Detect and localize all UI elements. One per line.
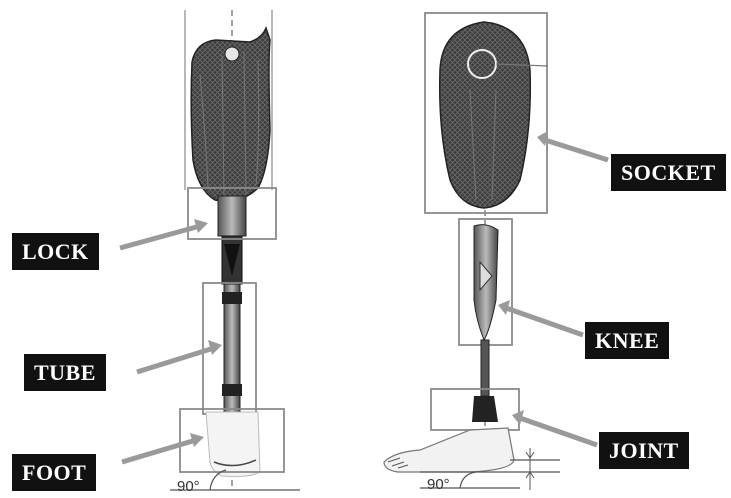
label-lock: LOCK [12, 233, 99, 270]
angle-label-left: 90° [177, 478, 200, 495]
label-tube: TUBE [24, 354, 106, 391]
label-foot: FOOT [12, 454, 96, 491]
arrow-joint [512, 410, 597, 445]
label-knee: KNEE [585, 322, 669, 359]
label-joint: JOINT [599, 432, 689, 469]
angle-label-right: 90° [427, 476, 450, 493]
arrow-lock [120, 219, 208, 248]
arrow-knee [498, 300, 583, 335]
arrow-foot [122, 433, 204, 462]
callout-arrows [120, 131, 608, 462]
right-prosthesis [384, 13, 560, 490]
left-prosthesis [170, 10, 300, 490]
arrow-tube [137, 340, 222, 372]
label-socket: SOCKET [611, 154, 726, 191]
